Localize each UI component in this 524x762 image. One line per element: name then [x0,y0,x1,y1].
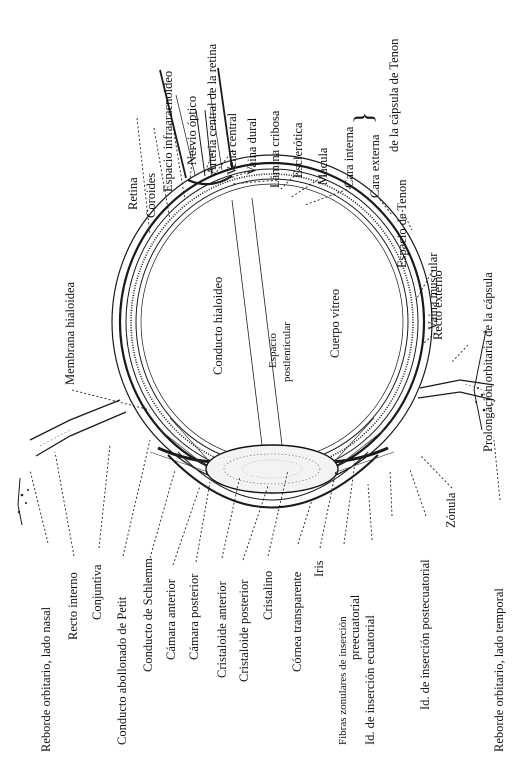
choroid-layer [131,174,413,470]
label-fibras-3: Id. de inserción ecuatorial [363,615,377,745]
label-recto-interno: Recto interno [66,572,80,640]
label-prolongacion: Prolongación orbitaria de la cápsula [481,272,495,452]
label-cuerpo-vitreo: Cuerpo vítreo [328,289,342,358]
sclera-inner [126,169,418,475]
label-reborde-nasal: Reborde orbitario, lado nasal [39,606,53,752]
label-capsula-tenon: de la cápsula de Tenon [387,38,401,152]
medial-rectus [30,400,126,456]
label-conducto-petit: Conducto abollonado de Petit [115,596,129,745]
top-labels: Retina Coroides Espacio infraaracnoideo … [126,38,495,452]
label-espacio: Espacio [267,333,279,368]
label-cristaloide-posterior: Cristaloide posterior [237,579,251,682]
label-retina: Retina [126,177,140,210]
bottom-labels: Reborde orbitario, lado nasal Recto inte… [39,492,506,752]
label-vaina-dural: Vaina dural [245,117,259,175]
label-camara-posterior: Cámara posterior [187,573,201,660]
hyaloid-membrane [141,184,403,460]
label-coroides: Coroides [144,173,158,218]
leader-lines [30,108,500,565]
label-recto-externo: Recto externo [431,270,445,340]
label-zonula: Zónula [444,492,458,528]
label-postlenticular: postlenticular [281,322,293,382]
label-espacio-infraaracnoideo: Espacio infraaracnoideo [161,71,175,192]
label-cristalino: Cristalino [261,571,275,620]
tenon-capsule-outline [112,155,432,489]
label-nervio-optico: Nervio óptico [185,96,199,165]
brace: } [349,112,378,124]
label-macula: Mácula [316,147,330,185]
label-id-postecuatorial: Id. de inserción postecuatorial [418,559,432,710]
label-conjuntiva: Conjuntiva [90,564,104,620]
label-reborde-temporal: Reborde orbitario, lado temporal [492,588,506,752]
label-iris: Iris [312,560,326,577]
label-espacio-tenon: Espacio de Tenon [395,179,409,268]
label-cristaloide-anterior: Cristaloide anterior [215,580,229,678]
orbital-rim-nasal [18,478,22,525]
retina-layer [136,179,408,465]
label-cornea: Córnea transparente [290,571,304,672]
lens [206,445,338,493]
label-arteria-central: Arteria central de la retina [205,43,219,175]
label-fibras-2: preecuatorial [348,594,362,660]
label-lamina-cribosa: Lámina cribosa [268,110,282,188]
label-camara-anterior: Cámara anterior [164,578,178,660]
interior-labels: Membrana hialoidea Conducto hialoideo Es… [63,277,342,385]
label-conducto-hialoideo: Conducto hialoideo [211,277,225,375]
hyaloid-canal [232,198,282,445]
label-conducto-schlemm: Conducto de Schlemm [141,558,155,672]
label-membrana-hialoidea: Membrana hialoidea [63,281,77,385]
label-vena-central: Vena central [225,112,239,175]
label-cara-externa: Cara externa [368,134,382,198]
sclera-outer [120,163,424,481]
label-cara-interna: Cara interna [342,126,356,188]
label-esclerotica: Esclerótica [291,122,305,178]
